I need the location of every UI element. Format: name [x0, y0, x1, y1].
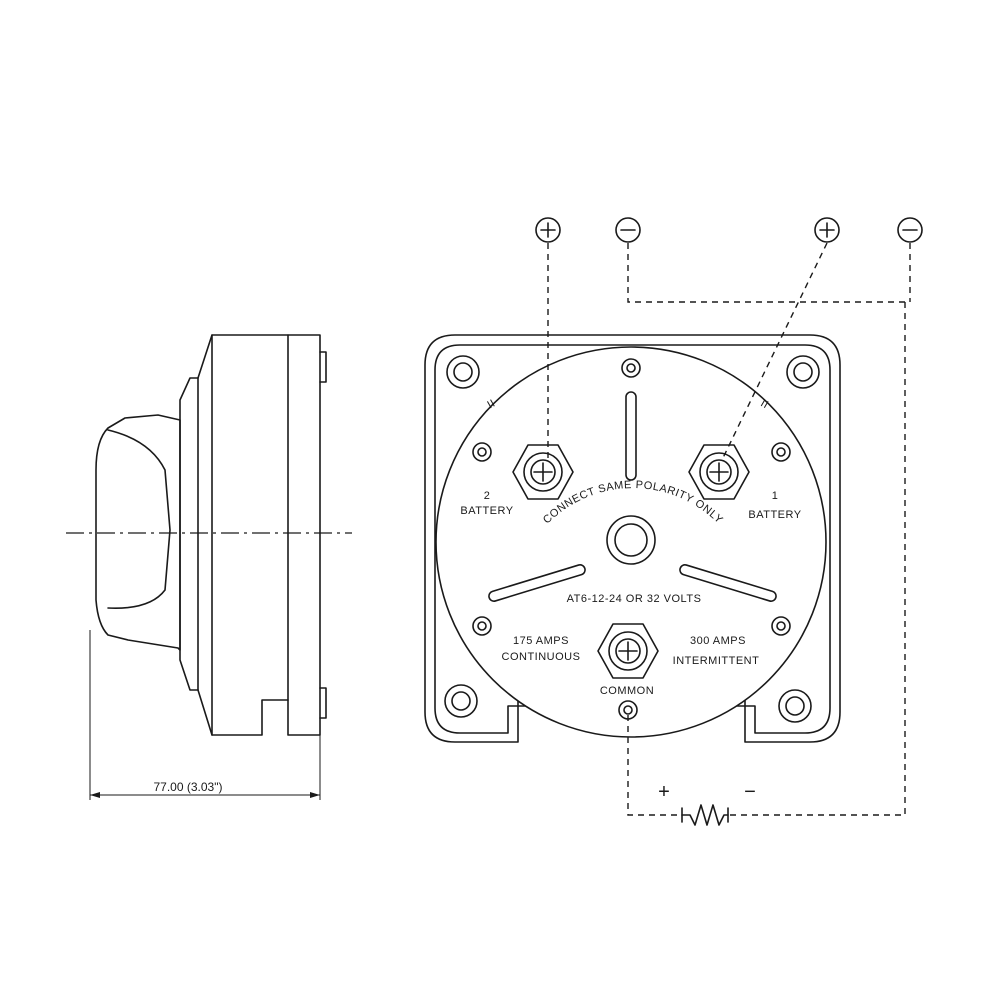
- mount-hole-top-left: [446, 355, 480, 389]
- wire-battery-1-positive: [721, 242, 828, 461]
- continuous-amps: 175 AMPS: [513, 635, 569, 647]
- side-body: [197, 334, 321, 736]
- center-pivot-inner: [614, 523, 648, 557]
- load-minus: −: [744, 781, 756, 803]
- terminal-symbol-4: ⊖: [897, 217, 923, 243]
- side-view: 77.00 (3.03"): [66, 334, 352, 800]
- load-plus: +: [658, 781, 670, 803]
- battery-2-number: 2: [484, 490, 491, 502]
- screw-left-lower: [472, 616, 492, 636]
- screw-right-lower: [771, 616, 791, 636]
- battery-1-label: BATTERY: [748, 509, 801, 521]
- side-collar: [179, 377, 199, 691]
- side-knob: [95, 414, 181, 651]
- pointer-slot-right: [679, 564, 777, 602]
- terminal-common: [597, 623, 659, 679]
- common-label: COMMON: [600, 685, 654, 697]
- side-tab-bottom: [319, 687, 327, 719]
- dim-arrow-left: [90, 792, 100, 798]
- terminal-symbol-2: ⊖: [615, 217, 641, 243]
- side-knob-face: [107, 429, 171, 609]
- terminal-battery-2: [512, 444, 574, 500]
- dim-arrow-right: [310, 792, 320, 798]
- pointer-slot-left: [488, 564, 586, 602]
- screw-left-upper: [472, 442, 492, 462]
- mount-hole-bottom-left: [444, 684, 478, 718]
- continuous-label: CONTINUOUS: [502, 651, 581, 663]
- mount-hole-top-right: [786, 355, 820, 389]
- mount-hole-bottom-right: [778, 689, 812, 723]
- wire-load-return: [730, 302, 906, 816]
- terminal-battery-1: [688, 444, 750, 500]
- intermittent-amps: 300 AMPS: [690, 635, 746, 647]
- voltage-note: AT6-12-24 OR 32 VOLTS: [567, 593, 702, 605]
- screw-right-upper: [771, 442, 791, 462]
- wire-negative-bus: [627, 243, 910, 303]
- intermittent-label: INTERMITTENT: [673, 655, 760, 667]
- terminal-symbol-1: ⊕: [535, 217, 561, 243]
- terminal-symbol-3: ⊕: [814, 217, 840, 243]
- dimension-label: 77.00 (3.03"): [154, 780, 223, 794]
- wire-common-load: [627, 715, 682, 816]
- side-tab-top: [319, 351, 327, 383]
- load-resistor: [681, 804, 729, 826]
- screw-top: [621, 358, 641, 378]
- wiring: ⊕ ⊖ ⊕ ⊖ + −: [535, 217, 923, 826]
- center-pivot-outer: [606, 515, 656, 565]
- battery-2-label: BATTERY: [460, 505, 513, 517]
- front-view: II II 2 BATTERY 1 BATTERY CONNECT SAME P…: [424, 334, 841, 743]
- battery-1-number: 1: [772, 490, 779, 502]
- front-plate-inner: [434, 344, 831, 734]
- pointer-slot-top: [625, 391, 637, 481]
